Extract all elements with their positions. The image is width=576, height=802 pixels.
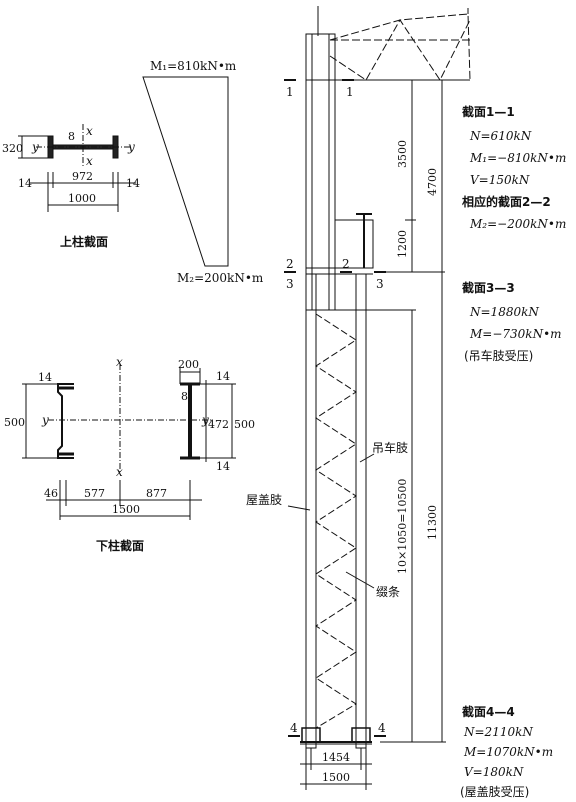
moment-diagram	[142, 76, 229, 267]
notes-section-4: 截面4—4 N=2110kN M=1070kN•m V=180kN (屋盖肢受压…	[460, 704, 553, 799]
s4-v: V=180kN	[464, 765, 524, 779]
moment-m2-label: M₂=200kN•m	[177, 271, 264, 285]
s1-title: 截面1—1	[462, 104, 515, 119]
s3-title: 截面3—3	[462, 280, 515, 295]
lower-axis-x-top: x	[116, 355, 123, 369]
lower-axis-x-bottom: x	[116, 465, 123, 479]
dim-bottom-total: 1500	[322, 771, 350, 784]
lower-dim-offset: 46	[44, 487, 58, 500]
upper-dim-right-flange: 14	[126, 177, 140, 190]
upper-dim-web-len: 972	[72, 170, 93, 183]
lower-dim-left-dist: 577	[84, 487, 105, 500]
label-roof-leg: 屋盖肢	[246, 492, 282, 507]
roof-leg	[305, 273, 317, 749]
sec4-left: 4	[290, 721, 298, 735]
s4-n: N=2110kN	[463, 725, 533, 739]
sec1-right: 1	[346, 85, 354, 99]
lower-dim-right-height: 500	[234, 418, 255, 431]
sec2-left: 2	[286, 257, 294, 271]
lower-left-channel	[57, 383, 74, 459]
notes-section-3: 截面3—3 N=1880kN M=−730kN•m (吊车肢受压)	[462, 280, 562, 363]
sec3-right: 3	[376, 277, 384, 291]
lower-dim-left-height: 500	[4, 416, 25, 429]
upper-axis-y-left: y	[31, 140, 39, 154]
sec4-right: 4	[378, 721, 386, 735]
upper-dim-height: 320	[2, 142, 23, 155]
lower-dim-right-flange-bottom: 14	[216, 460, 230, 473]
upper-column-section	[18, 124, 136, 212]
s1-m: M₁=−810kN•m	[469, 151, 566, 165]
lower-section-title: 下柱截面	[96, 538, 144, 553]
crane-leg	[355, 273, 367, 749]
s1-n: N=610kN	[469, 129, 532, 143]
upper-axis-y-right: y	[127, 140, 135, 154]
sec2-right: 2	[342, 257, 350, 271]
dim-4700: 4700	[426, 168, 439, 196]
upper-dim-total: 1000	[68, 192, 96, 205]
lower-dim-right-flange-top: 14	[216, 370, 230, 383]
upper-axis-x-bottom: x	[86, 154, 93, 168]
label-lacing: 缀条	[376, 585, 400, 599]
upper-column	[305, 33, 336, 311]
upper-section-title: 上柱截面	[60, 234, 108, 249]
moment-m1-label: M₁=810kN•m	[150, 59, 237, 73]
column-elevation	[284, 6, 471, 790]
upper-dim-left-flange: 14	[18, 177, 32, 190]
upper-dim-web: 8	[68, 130, 75, 143]
s2-title: 相应的截面2—2	[462, 194, 551, 209]
lower-axis-y-left: y	[41, 413, 49, 427]
s2-m: M₂=−200kN•m	[469, 217, 566, 231]
lacing-bars	[315, 313, 357, 729]
s1-v: V=150kN	[470, 173, 530, 187]
notes-section-1: 截面1—1 N=610kN M₁=−810kN•m V=150kN 相应的截面2…	[462, 104, 566, 231]
sec3-left: 3	[286, 277, 294, 291]
crane-bracket	[334, 219, 374, 269]
lower-dim-left-flange: 14	[38, 371, 52, 384]
s4-note: (屋盖肢受压)	[460, 784, 529, 799]
dim-1200: 1200	[396, 230, 409, 258]
lower-dim-right-width: 200	[178, 358, 199, 371]
lower-dim-total: 1500	[112, 503, 140, 516]
lower-axis-y-right: y	[201, 413, 209, 427]
s3-m: M=−730kN•m	[469, 327, 562, 341]
s3-note: (吊车肢受压)	[464, 348, 533, 363]
sec1-left: 1	[286, 85, 294, 99]
lower-column-section	[22, 364, 236, 520]
dim-bottom-inner: 1454	[322, 751, 350, 764]
s3-n: N=1880kN	[469, 305, 539, 319]
lower-dim-right-inner: 472	[208, 418, 229, 431]
dim-3500: 3500	[396, 140, 409, 168]
s4-m: M=1070kN•m	[463, 745, 553, 759]
s4-title: 截面4—4	[462, 704, 515, 719]
truss-top-chord	[329, 13, 471, 81]
upper-axis-x-top: x	[86, 124, 93, 138]
dim-panels: 10×1050=10500	[396, 479, 409, 574]
label-crane-leg: 吊车肢	[372, 440, 408, 455]
dim-11300: 11300	[426, 505, 439, 540]
lower-dim-right-dist: 877	[146, 487, 167, 500]
lower-dim-right-web: 8	[181, 390, 188, 403]
